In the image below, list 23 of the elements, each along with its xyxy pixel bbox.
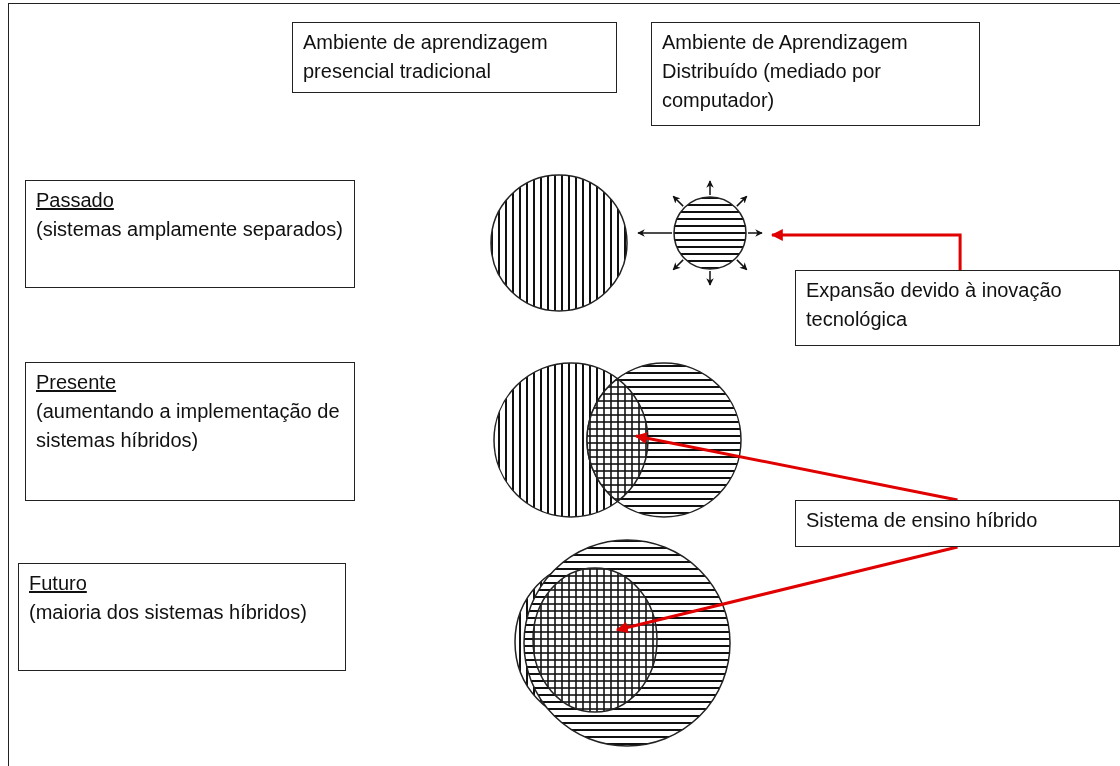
- text-box: [25, 362, 355, 501]
- period-description: (aumentando a implementação de sistemas híbridos): [36, 399, 341, 453]
- text-box: [651, 22, 980, 126]
- period-heading: Passado: [36, 188, 114, 213]
- period-heading: Futuro: [29, 571, 87, 596]
- box-text: Expansão devido à inovação tecnológica: [806, 278, 1063, 332]
- text-box: [795, 270, 1120, 346]
- text-box: [795, 500, 1120, 547]
- leader-arrow: [615, 545, 958, 634]
- leader-arrow: [770, 229, 962, 270]
- period-description: (maioria dos sistemas híbridos): [29, 600, 308, 625]
- hybrid-circle: [532, 567, 658, 713]
- period-heading: Presente: [36, 370, 117, 395]
- box-text: Ambiente de aprendizagem presencial tradicional: [303, 30, 549, 84]
- period-description: (sistemas amplamente separados): [36, 217, 344, 242]
- text-box: [292, 22, 617, 93]
- box-text: Sistema de ensino híbrido: [806, 508, 1039, 533]
- leader-arrow: [634, 432, 958, 502]
- text-box: [18, 563, 346, 671]
- text-box: [25, 180, 355, 288]
- box-text: Ambiente de Aprendizagem Distribuído (mediado por computador): [662, 30, 909, 113]
- hybrid-overlap-area: [586, 377, 649, 503]
- distributed-learning-circle: [673, 196, 747, 270]
